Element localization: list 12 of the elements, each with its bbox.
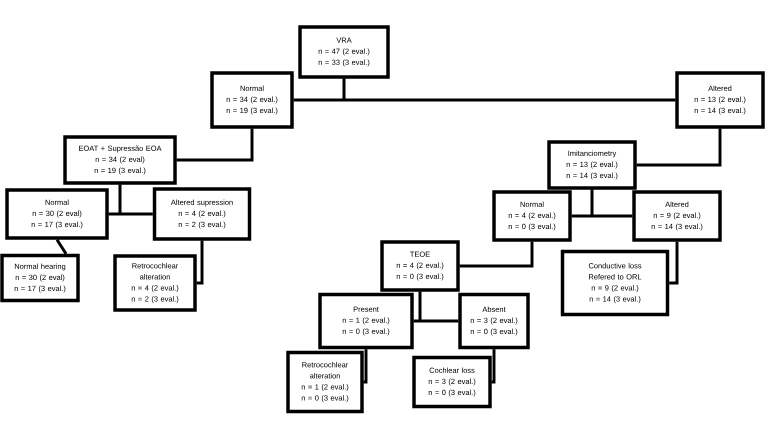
- connector-line: [196, 240, 204, 284]
- connector-line: [56, 238, 68, 255]
- connector-line: [492, 349, 496, 384]
- connector-line: [636, 128, 722, 166]
- connector-line: [342, 78, 676, 102]
- connector-line: [590, 190, 632, 218]
- connector-line: [669, 242, 678, 284]
- connector-line: [176, 128, 254, 162]
- connector-line: [118, 184, 153, 216]
- connector-line: [418, 292, 458, 322]
- connector-line: [364, 349, 368, 384]
- connector-line: [460, 242, 534, 268]
